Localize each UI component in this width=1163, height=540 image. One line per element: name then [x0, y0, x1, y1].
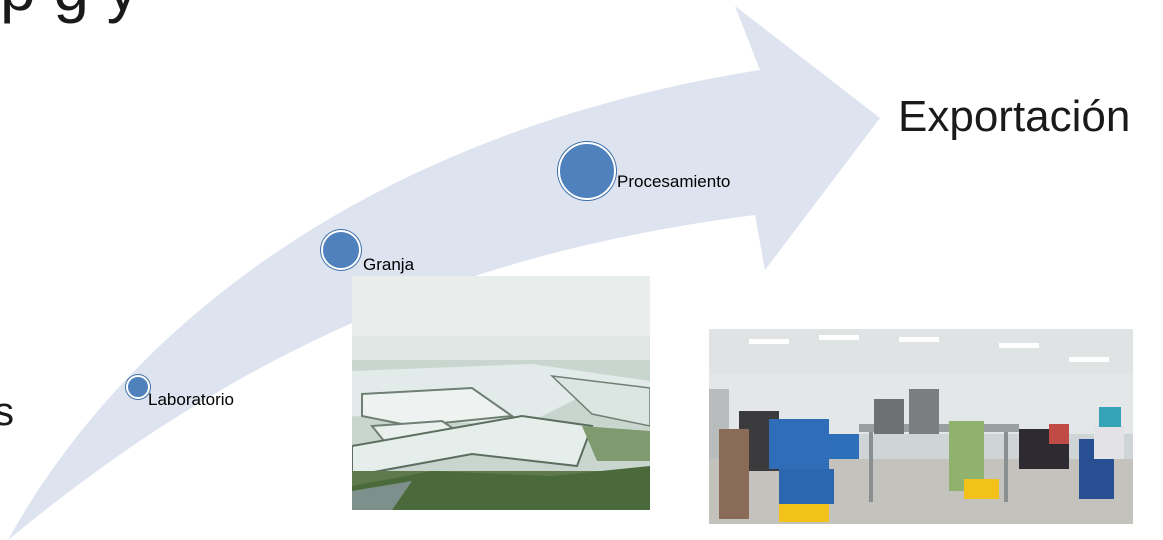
label-granja: Granja — [363, 255, 415, 274]
node-laboratorio — [126, 375, 150, 399]
label-laboratorio: Laboratorio — [148, 390, 235, 409]
cropped-heading-text: p g y — [0, 0, 139, 20]
label-exportacion: Exportación — [898, 92, 1131, 141]
processing-plant-photo — [709, 329, 1133, 524]
curved-arrow-shape — [8, 6, 880, 540]
label-procesamiento: Procesamiento — [617, 172, 731, 191]
shrimp-farm-aerial-photo — [352, 276, 650, 510]
cropped-left-text: s — [0, 390, 14, 434]
node-granja — [321, 230, 361, 270]
node-procesamiento — [558, 142, 616, 200]
